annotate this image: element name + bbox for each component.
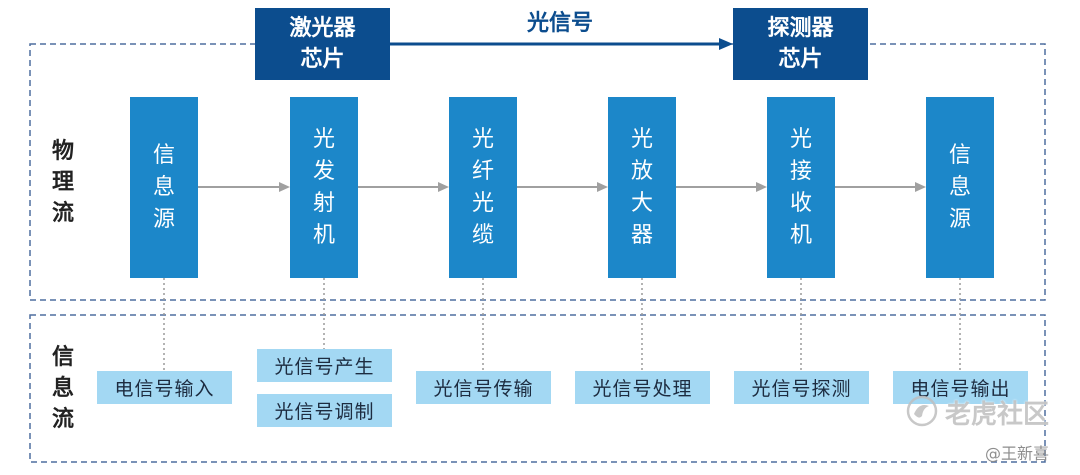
arrowhead <box>756 182 767 192</box>
stage-label: 光接收机 <box>789 126 812 248</box>
function-optical-signal-transmission: 光信号传输 <box>416 371 551 404</box>
stage-label: 信息源 <box>948 142 971 232</box>
connector-arrow <box>676 182 767 192</box>
laser-chip-box: 激光器 芯片 <box>255 8 390 80</box>
function-electrical-signal-input: 电信号输入 <box>97 371 232 404</box>
stage-label: 信息源 <box>152 142 175 232</box>
connector-arrow <box>198 182 290 192</box>
arrowhead <box>719 38 733 50</box>
arrowhead <box>279 182 290 192</box>
detector-chip-line-1: 探测器 <box>767 16 834 41</box>
detector-chip-box: 探测器 芯片 <box>733 8 868 80</box>
connector-arrow <box>358 182 449 192</box>
arrowhead <box>915 182 926 192</box>
watermark-brand: 老虎社区 <box>945 400 1050 430</box>
stage-label: 光放大器 <box>630 126 653 248</box>
stage-optical-amplifier: 光放大器 <box>608 97 676 278</box>
arrowhead <box>438 182 449 192</box>
function-optical-signal-generation: 光信号产生 <box>257 349 392 382</box>
stage-optical-fiber-cable: 光纤光缆 <box>449 97 517 278</box>
stage-optical-transmitter: 光发射机 <box>290 97 358 278</box>
physical-flow-border <box>29 43 1046 301</box>
connector-arrow <box>517 182 608 192</box>
stage-label: 光发射机 <box>312 126 335 248</box>
optical-signal-arrow <box>390 38 733 50</box>
function-optical-signal-processing: 光信号处理 <box>575 371 710 404</box>
stage-information-source: 信息源 <box>130 97 198 278</box>
stage-optical-receiver: 光接收机 <box>767 97 835 278</box>
information-flow-label: 信息流 <box>51 345 74 432</box>
physical-flow-label: 物理流 <box>51 139 74 226</box>
watermark-logo-icon <box>906 395 938 427</box>
information-flow-border <box>29 314 1046 463</box>
detector-chip-line-2: 芯片 <box>778 47 823 72</box>
laser-chip-line-1: 激光器 <box>289 16 356 41</box>
arrowhead <box>597 182 608 192</box>
function-optical-signal-modulation: 光信号调制 <box>257 394 392 427</box>
watermark-author: @王新喜 <box>985 444 1050 463</box>
logo-ring <box>906 395 938 427</box>
logo-swirl <box>914 405 929 418</box>
laser-chip-line-2: 芯片 <box>300 47 345 72</box>
function-optical-signal-detection: 光信号探测 <box>734 371 869 404</box>
stage-label: 光纤光缆 <box>471 126 494 248</box>
optical-signal-label: 光信号 <box>526 11 593 36</box>
stage-information-destination: 信息源 <box>926 97 994 278</box>
connector-arrow <box>835 182 926 192</box>
